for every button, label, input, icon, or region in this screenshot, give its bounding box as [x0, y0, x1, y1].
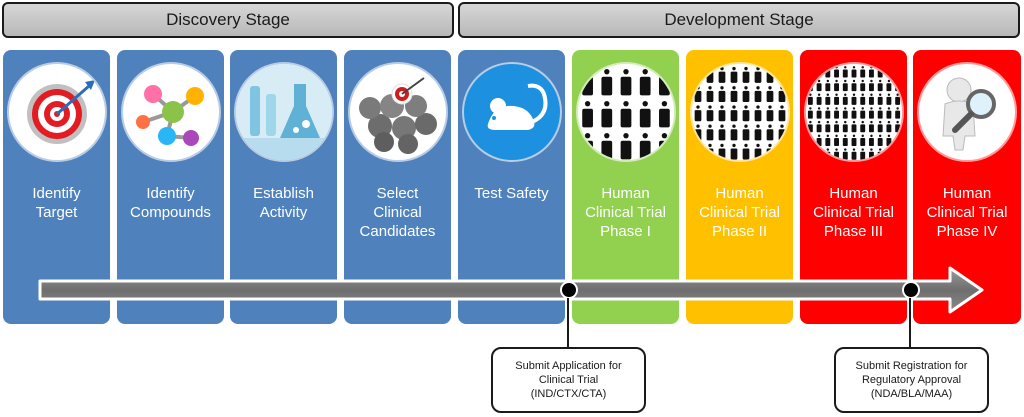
milestone-connector — [909, 298, 911, 348]
step-label: Identify Target — [32, 185, 81, 221]
milestone-regulatory-registration: Submit Registration for Regulatory Appro… — [834, 347, 989, 413]
discovery-stage-header: Discovery Stage — [2, 2, 454, 38]
development-stage-label: Development Stage — [664, 10, 814, 29]
step-establish-activity: Establish Activity — [230, 50, 337, 324]
target-icon — [8, 64, 105, 160]
step-label: Human Clinical Trial Phase IV — [926, 185, 1008, 240]
milestone-text: Submit Application for Clinical Trial (I… — [515, 360, 622, 400]
step-test-safety: Test Safety — [458, 50, 565, 324]
step-label: Human Clinical Trial Phase I — [585, 185, 666, 240]
people-small-group-icon — [577, 64, 674, 160]
milestone-dot-regulatory-approval — [902, 281, 920, 299]
step-label: Human Clinical Trial Phase III — [813, 185, 894, 240]
lab-mouse-icon — [463, 64, 560, 160]
step-select-candidates: Select Clinical Candidates — [344, 50, 451, 324]
step-phase-2: Human Clinical Trial Phase II — [686, 50, 793, 324]
step-label: Human Clinical Trial Phase II — [699, 185, 780, 240]
step-identify-target: Identify Target — [3, 50, 110, 324]
milestone-dot-clinical-trial — [560, 281, 578, 299]
step-label: Select Clinical Candidates — [359, 185, 436, 240]
step-phase-4: Human Clinical Trial Phase IV — [913, 50, 1021, 324]
milestone-connector — [567, 298, 569, 348]
milestone-text: Submit Registration for Regulatory Appro… — [855, 360, 968, 400]
step-label: Establish Activity — [253, 185, 314, 221]
discovery-stage-label: Discovery Stage — [166, 10, 290, 29]
milestone-clinical-trial-application: Submit Application for Clinical Trial (I… — [491, 347, 646, 413]
spheres-target-icon — [349, 64, 446, 160]
molecule-icon — [122, 64, 219, 160]
lab-icon — [235, 64, 332, 160]
people-large-group-icon — [805, 64, 902, 160]
step-label: Test Safety — [474, 185, 549, 202]
step-phase-1: Human Clinical Trial Phase I — [572, 50, 679, 324]
development-stage-header: Development Stage — [458, 2, 1020, 38]
step-label: Identify Compounds — [130, 185, 211, 221]
magnifier-person-icon — [919, 64, 1015, 160]
people-medium-group-icon — [691, 64, 788, 160]
step-identify-compounds: Identify Compounds — [117, 50, 224, 324]
step-phase-3: Human Clinical Trial Phase III — [800, 50, 907, 324]
